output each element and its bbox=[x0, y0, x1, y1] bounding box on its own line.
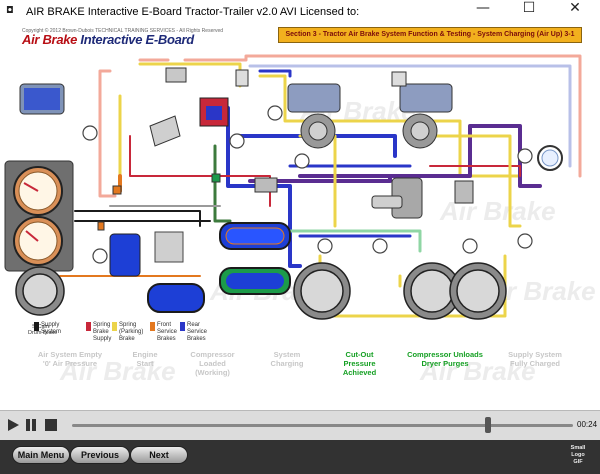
seek-bar[interactable] bbox=[72, 424, 573, 427]
seek-thumb[interactable] bbox=[484, 417, 491, 433]
play-icon[interactable] bbox=[6, 418, 20, 432]
legend-item-parking: Spring (Parking) Brake bbox=[112, 322, 143, 343]
legend-label: Front Service Brakes bbox=[157, 322, 178, 342]
previous-button[interactable]: Previous bbox=[70, 446, 130, 464]
legend-swatch bbox=[180, 322, 185, 331]
next-button[interactable]: Next bbox=[130, 446, 188, 464]
stage-compressor-loaded[interactable]: Compressor Loaded (Working) bbox=[190, 350, 235, 377]
legend-swatch bbox=[150, 322, 155, 331]
time-display: 00:24 bbox=[577, 420, 598, 429]
navigation-bar: Main Menu Previous Next Small Logo GIF bbox=[0, 440, 600, 474]
diagram-area: Copyright © 2012 Brown-Dubois TECHNICAL … bbox=[0, 26, 600, 410]
legend-label: Rear Service Brakes bbox=[187, 322, 208, 342]
stage-compressor-unloads[interactable]: Compressor Unloads Dryer Purges bbox=[407, 350, 483, 368]
stop-icon[interactable] bbox=[44, 418, 58, 432]
minimize-button[interactable]: — bbox=[476, 0, 490, 16]
player-controls: 00:24 bbox=[0, 410, 600, 440]
main-menu-button[interactable]: Main Menu bbox=[12, 446, 70, 464]
window-title: AIR BRAKE Interactive E-Board Tractor-Tr… bbox=[26, 6, 360, 18]
brand-logo-part1: Air Brake bbox=[22, 32, 78, 47]
stage-air-system-empty[interactable]: Air System Empty '0' Air Pressure bbox=[37, 350, 103, 368]
legend-item-supply: Supply System bbox=[34, 322, 61, 336]
camera-icon: ◘ bbox=[6, 6, 14, 16]
stage-engine-start[interactable]: Engine Start bbox=[132, 350, 158, 368]
stage-supply-fully-charged[interactable]: Supply System Fully Charged bbox=[508, 350, 562, 368]
legend-swatch bbox=[86, 322, 91, 331]
section-header: Section 3 - Tractor Air Brake System Fun… bbox=[278, 27, 582, 43]
stage-cut-out-pressure[interactable]: Cut-Out Pressure Achieved bbox=[342, 350, 377, 377]
brand-logo: Air Brake Interactive E-Board bbox=[22, 32, 194, 47]
title-bar: ◘ AIR BRAKE Interactive E-Board Tractor-… bbox=[0, 0, 600, 27]
legend-label: Spring (Parking) Brake bbox=[119, 322, 144, 342]
legend-label: Spring Brake Supply bbox=[93, 322, 112, 342]
air-pressure-gauges bbox=[4, 160, 74, 272]
copyright-text: Copyright © 2012 Brown-Dubois TECHNICAL … bbox=[22, 28, 224, 34]
stage-system-charging[interactable]: System Charging bbox=[270, 350, 304, 368]
legend-swatch bbox=[112, 322, 117, 331]
legend-item-spring-supply: Spring Brake Supply bbox=[86, 322, 111, 343]
legend-label: Supply System bbox=[41, 322, 62, 335]
pause-icon[interactable] bbox=[24, 418, 38, 432]
legend-swatch bbox=[34, 322, 39, 331]
brand-logo-part2: Interactive E-Board bbox=[80, 32, 194, 47]
close-button[interactable]: ✕ bbox=[569, 0, 581, 16]
legend-item-rear-service: Rear Service Brakes bbox=[180, 322, 207, 343]
legend-item-front-service: Front Service Brakes bbox=[150, 322, 177, 343]
maximize-button[interactable]: ☐ bbox=[522, 0, 536, 16]
small-logo: Small Logo GIF bbox=[570, 445, 586, 465]
